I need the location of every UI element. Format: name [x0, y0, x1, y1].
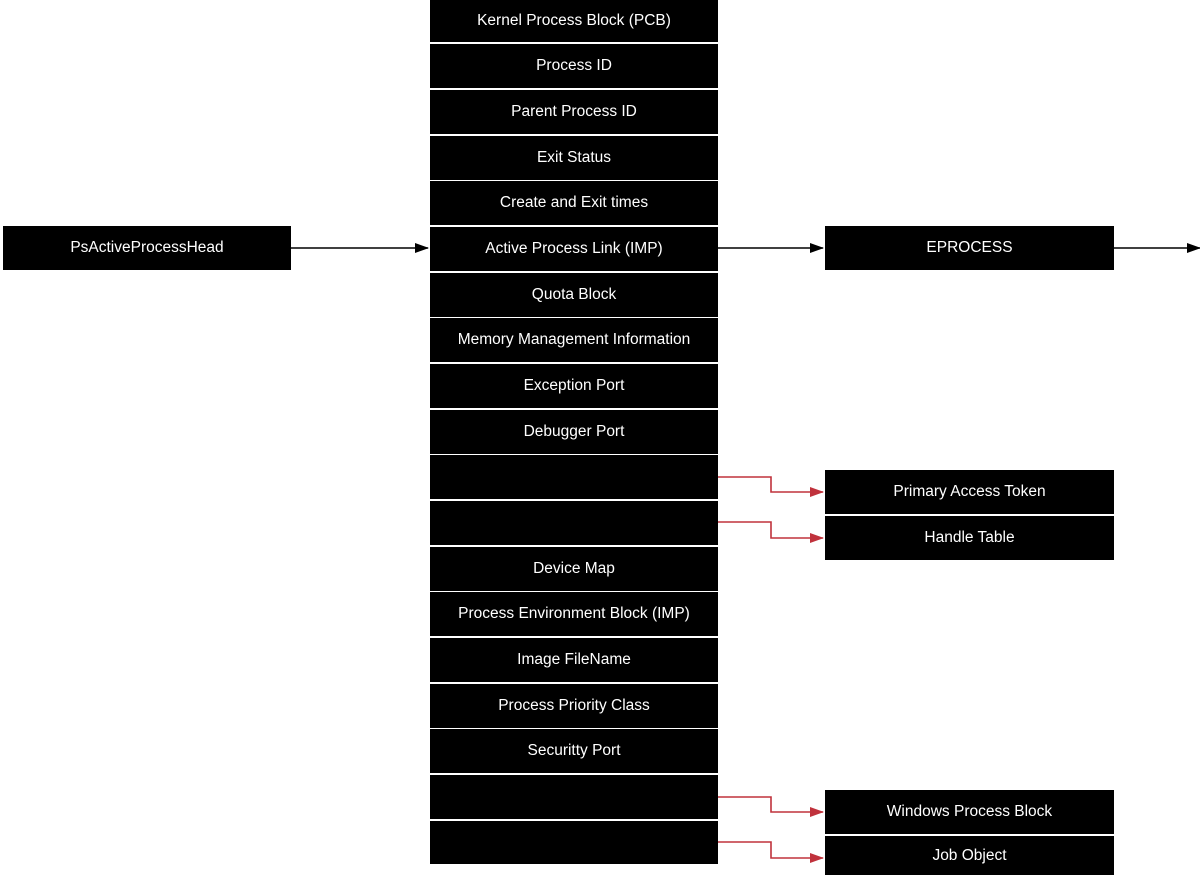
handle-table-box: Handle Table: [825, 516, 1114, 560]
field-job-object-pointer: [430, 821, 718, 864]
field-debugger-port: Debugger Port: [430, 410, 718, 454]
arrow-to-job-object: [718, 841, 824, 863]
field-active-process-link: Active Process Link (IMP): [430, 227, 718, 271]
field-process-priority-class: Process Priority Class: [430, 684, 718, 728]
field-exception-port: Exception Port: [430, 364, 718, 408]
field-image-filename: Image FileName: [430, 638, 718, 682]
field-process-id: Process ID: [430, 44, 718, 88]
windows-process-block-box: Windows Process Block: [825, 790, 1114, 834]
field-device-map: Device Map: [430, 547, 718, 591]
field-kernel-process-block: Kernel Process Block (PCB): [430, 0, 718, 42]
arrow-to-handle-table: [718, 521, 824, 543]
field-parent-process-id: Parent Process ID: [430, 90, 718, 134]
field-windows-process-block-pointer: [430, 775, 718, 819]
field-memory-management: Memory Management Information: [430, 318, 718, 362]
job-object-box: Job Object: [825, 836, 1114, 875]
arrow-to-windows-process-block: [718, 796, 824, 817]
field-create-exit-times: Create and Exit times: [430, 181, 718, 225]
next-eprocess-box: EPROCESS: [825, 226, 1114, 270]
field-quota-block: Quota Block: [430, 273, 718, 317]
arrow-to-primary-access-token: [718, 476, 824, 497]
primary-access-token-box: Primary Access Token: [825, 470, 1114, 514]
field-process-environment-block: Process Environment Block (IMP): [430, 592, 718, 636]
field-exit-status: Exit Status: [430, 136, 718, 180]
field-primary-access-token-pointer: [430, 455, 718, 499]
ps-active-process-head-box: PsActiveProcessHead: [3, 226, 291, 270]
field-handle-table-pointer: [430, 501, 718, 545]
field-security-port: Securitty Port: [430, 729, 718, 773]
